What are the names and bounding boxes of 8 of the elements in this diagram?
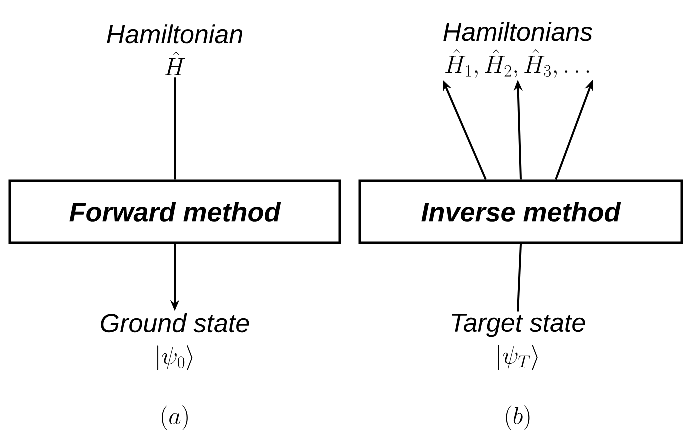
- method-box: Inverse method: [358, 180, 684, 244]
- text-label: Hamiltonian $\hat{H}$: [107, 24, 242, 76]
- text-label: Ground state $|\psi_0\rangle$: [101, 313, 250, 371]
- panel-label: $(b)$: [506, 406, 530, 430]
- text-label: Hamiltonians $\hat{H}_1, \hat{H}_2, \hat{H}_3, \ldots$: [444, 22, 593, 78]
- text-label: Target state $|\psi_T\rangle$: [452, 314, 586, 370]
- method-box: Forward method: [8, 180, 342, 244]
- panel-label: $(a)$: [162, 406, 188, 430]
